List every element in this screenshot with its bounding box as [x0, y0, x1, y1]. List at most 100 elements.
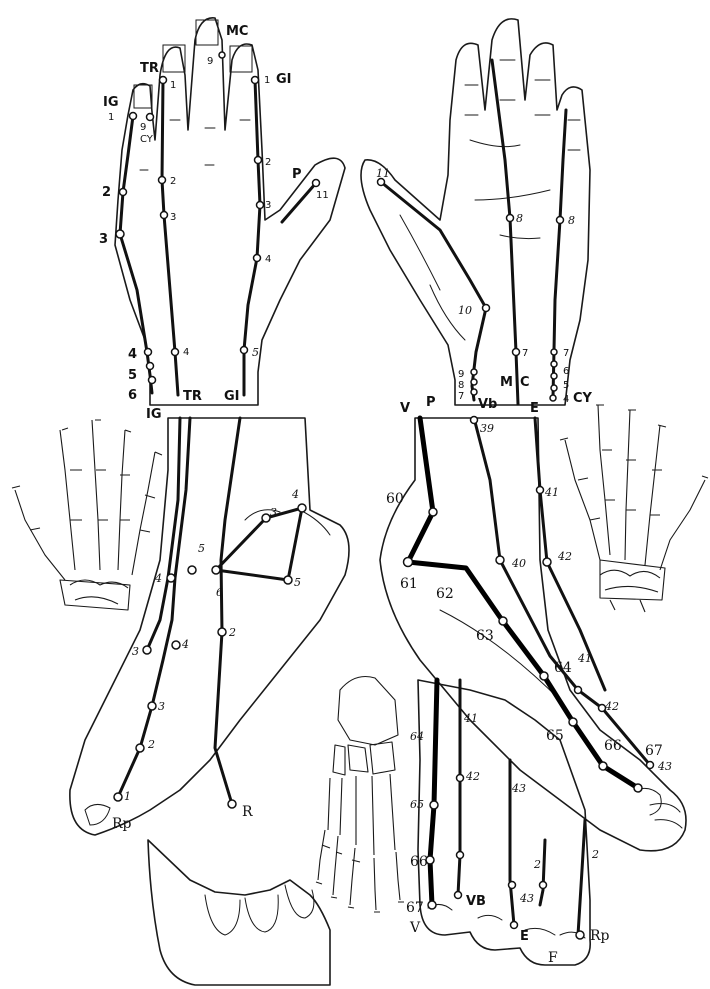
v-meridian-toes [430, 680, 437, 905]
acupoint [471, 389, 477, 395]
vb-point-40: 40 [511, 557, 526, 570]
r-point-2: 2 [228, 626, 236, 639]
acupoint [219, 52, 225, 58]
acupoint [471, 379, 477, 385]
tr-point-3: 3 [170, 212, 176, 223]
skeleton-right-bones [560, 405, 708, 600]
acupoint [188, 566, 196, 574]
f-meridian-toes [540, 840, 545, 905]
acupoint [455, 892, 462, 899]
label-m: M [500, 375, 513, 390]
label-ig-bottom: IG [146, 407, 162, 422]
ig-point-5: 5 [128, 368, 137, 383]
cy-point-6: 6 [563, 366, 569, 377]
acupoint [471, 369, 477, 375]
vb-point-43: 43 [657, 760, 672, 773]
tr-point-2: 2 [170, 176, 176, 187]
v-point-63: 63 [476, 628, 494, 644]
rp-point-2: 2 [147, 738, 155, 751]
acupoint [212, 566, 220, 574]
foot-skeleton [316, 677, 404, 913]
label-cy-palm: CY [573, 391, 593, 406]
label-rp-toes: Rp [590, 928, 610, 944]
hand-dorsal: IG 1 9 CY 2 3 4 5 6 IG TR 1 2 3 4 TR MC … [99, 18, 345, 422]
acupoint [507, 215, 514, 222]
ig-point-3: 3 [99, 232, 108, 247]
acupoint [551, 385, 557, 391]
gi-point-3: 3 [265, 200, 271, 211]
acupoint [143, 646, 151, 654]
tr-point-4: 4 [183, 347, 189, 358]
label-gi-bottom: GI [224, 389, 240, 404]
cy-point-8: 8 [568, 214, 575, 227]
loop-point-5: 5 [294, 576, 301, 589]
acupoint [543, 558, 551, 566]
acupoint [509, 882, 516, 889]
foot-left-toenail [85, 804, 110, 825]
hand-palmar-outline [361, 19, 590, 405]
acupoint [496, 556, 504, 564]
acupoint [172, 641, 180, 649]
label-vb-right: Vb [478, 397, 497, 412]
label-e-toes: E [520, 929, 529, 944]
e-point-41: 41 [544, 486, 559, 499]
label-v-toes: V [409, 920, 421, 936]
acupoint [429, 508, 437, 516]
foot-skeleton-tarsals [333, 677, 398, 776]
acupoint [262, 514, 270, 522]
acupoint [634, 784, 642, 792]
rp-point-4: 4 [181, 638, 189, 651]
toes-nails [428, 904, 585, 938]
ig-point-6: 6 [128, 388, 137, 403]
acupoint [457, 852, 464, 859]
acupoint [218, 628, 226, 636]
hand-skeleton-left [12, 420, 162, 610]
acupoint [540, 882, 547, 889]
acupoint [569, 718, 577, 726]
acupoint [136, 744, 144, 752]
rp-meridian-left-2 [147, 418, 180, 650]
v-point-65-toes: 65 [410, 798, 424, 811]
v-point-67-toes: 67 [406, 900, 424, 916]
label-mc: MC [226, 24, 248, 39]
label-tr-top: TR [140, 61, 159, 76]
p-point-7: 7 [458, 391, 464, 402]
v-point-67: 67 [645, 743, 663, 759]
label-rp-left: Rp [112, 816, 132, 832]
acupoint [147, 363, 154, 370]
acupoint [255, 157, 262, 164]
label-v-right: V [400, 401, 410, 416]
r-meridian-left [215, 418, 240, 804]
rp-point-2-toes: 2 [591, 848, 599, 861]
acupoint [228, 800, 236, 808]
loop-point-3: 3 [270, 506, 277, 519]
vb-meridian-toes [458, 680, 460, 895]
p-meridian [282, 183, 316, 222]
acupoint [145, 349, 152, 356]
acupoint [599, 762, 607, 770]
vb-point-43-toes: 43 [511, 782, 526, 795]
foot-left: 1 2 3 3 4 4 5 6 2 3 4 5 Rp R [70, 418, 349, 835]
acupoint [483, 305, 490, 312]
vb-point-39: 39 [480, 422, 494, 435]
dorsal-nail-1 [196, 20, 218, 45]
acupoint [551, 361, 557, 367]
acupoint [161, 212, 168, 219]
vb-point-41: 41 [577, 652, 592, 665]
acupoint [557, 217, 564, 224]
mc-point-9: 9 [207, 56, 213, 67]
r-loop [216, 508, 302, 580]
toes-foot-outline [418, 680, 590, 965]
acupoint [159, 177, 166, 184]
acupoint [537, 487, 544, 494]
gi-point-1: 1 [264, 75, 270, 86]
acupoint [148, 702, 156, 710]
label-ig-top: IG [103, 95, 119, 110]
label-vb-toes: VB [466, 894, 486, 909]
acupoint [550, 395, 556, 401]
dorsal-nail-3 [230, 46, 252, 72]
v-point-60: 60 [386, 491, 404, 507]
p-point-11-palm: 11 [376, 167, 390, 180]
rp-point-5: 5 [198, 542, 205, 555]
